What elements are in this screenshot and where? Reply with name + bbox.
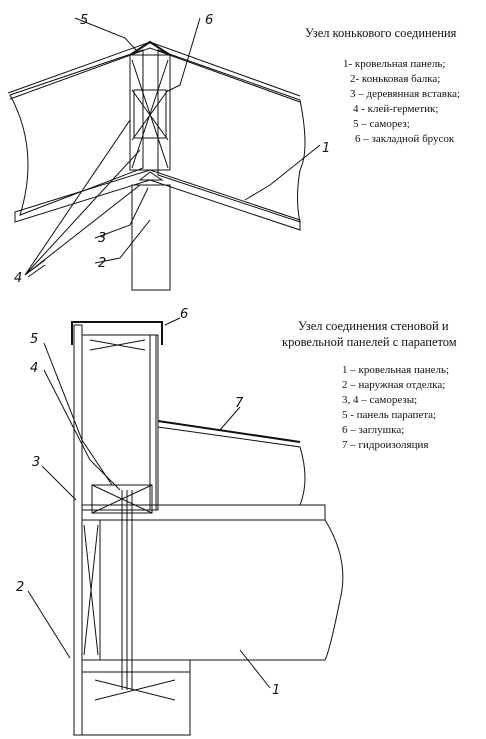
- callout-bottom-6: 6: [180, 307, 188, 322]
- top-legend-item: 4 - клей-герметик;: [353, 103, 438, 115]
- parapet-joint-drawing: [27, 317, 344, 736]
- callout-bottom-7: 7: [235, 396, 244, 411]
- ridge-beam: [131, 184, 171, 291]
- bottom-legend-item: 2 – наружная отделка;: [342, 379, 445, 391]
- bottom-title-line2: кровельной панелей с парапетом: [282, 335, 457, 349]
- top-legend-item: 5 – саморез;: [353, 118, 410, 130]
- callout-bottom-1: 1: [272, 683, 280, 698]
- bottom-legend-item: 6 – заглушка;: [342, 424, 404, 436]
- bottom-legend-item: 3, 4 – саморезы;: [342, 394, 417, 406]
- bottom-legend: 1 – кровельная панель; 2 – наружная отде…: [342, 364, 449, 451]
- top-legend: 1- кровельная панель; 2- коньковая балка…: [343, 58, 460, 145]
- callout-top-5: 5: [80, 13, 88, 28]
- bottom-legend-item: 1 – кровельная панель;: [342, 364, 449, 376]
- top-legend-item: 6 – закладной брусок: [355, 133, 455, 145]
- callout-top-3: 3: [98, 231, 106, 246]
- top-legend-item: 3 – деревянная вставка;: [350, 88, 460, 100]
- callout-bottom-2: 2: [16, 580, 24, 595]
- ridge-joint-drawing: [7, 17, 321, 291]
- bottom-legend-item: 7 – гидроизоляция: [342, 439, 428, 451]
- callout-bottom-5: 5: [30, 332, 38, 347]
- parapet-panel: [81, 334, 157, 511]
- callout-top-1: 1: [322, 141, 330, 156]
- top-legend-item: 1- кровельная панель;: [343, 58, 445, 70]
- wall-outer-finish: [73, 324, 83, 736]
- bottom-legend-item: 5 - панель парапета;: [342, 409, 436, 421]
- left-roof-panel: [9, 49, 144, 216]
- top-title: Узел конькового соединения: [305, 26, 457, 40]
- right-roof-panel: [157, 49, 306, 223]
- roof-panel-main: [99, 519, 344, 661]
- callout-top-6: 6: [205, 13, 213, 28]
- callout-top-2: 2: [98, 256, 106, 271]
- wooden-insert: [129, 54, 171, 171]
- callout-top-4: 4: [14, 271, 22, 286]
- top-legend-item: 2- коньковая балка;: [350, 73, 440, 85]
- parapet-cap: [71, 321, 163, 345]
- callout-bottom-4: 4: [30, 361, 38, 376]
- callout-bottom-3: 3: [32, 455, 40, 470]
- bottom-title-line1: Узел соединения стеновой и: [298, 319, 449, 333]
